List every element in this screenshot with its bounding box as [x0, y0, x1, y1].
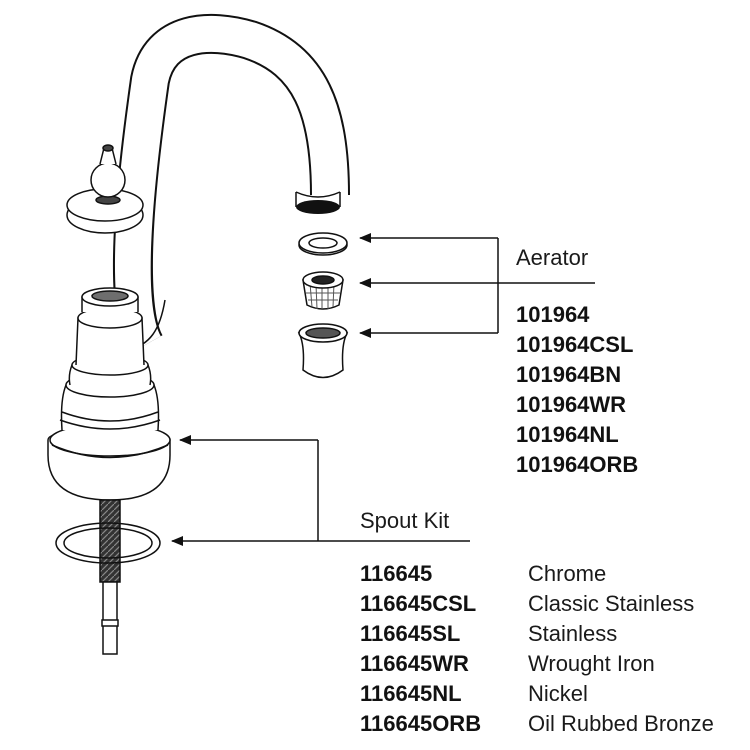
- spout-kit-finish: Stainless: [528, 621, 618, 646]
- spout-kit-part-number: 116645NL: [360, 681, 462, 706]
- gooseneck-spout: [112, 13, 350, 355]
- base-o-ring: [55, 522, 161, 564]
- aerator-heading: Aerator: [516, 245, 589, 270]
- spout-kit-finish-list: Chrome Classic Stainless Stainless Wroug…: [528, 559, 714, 739]
- spout-kit-finish: Wrought Iron: [528, 651, 655, 676]
- spout-kit-finish: Chrome: [528, 561, 607, 586]
- aerator-part-number: 101964NL: [516, 422, 619, 447]
- spout-kit-callout-lines: [171, 435, 470, 546]
- spout-kit-finish: Classic Stainless: [528, 591, 695, 616]
- spout-kit-finish: Nickel: [528, 681, 588, 706]
- aerator-part-number: 101964BN: [516, 362, 622, 387]
- faucet-body: [47, 287, 171, 501]
- aerator-part-number: 101964CSL: [516, 332, 634, 357]
- aerator-insert: [302, 271, 344, 310]
- spout-kit-heading: Spout Kit: [360, 508, 450, 533]
- spout-kit-part-number: 116645ORB: [360, 711, 482, 736]
- spout-kit-part-list: 116645 116645CSL 116645SL 116645WR 11664…: [360, 559, 481, 739]
- aerator-part-number: 101964WR: [516, 392, 627, 417]
- spout-kit-finish: Oil Rubbed Bronze: [528, 711, 714, 736]
- threaded-shank: [99, 499, 121, 655]
- aerator-part-number: 101964ORB: [516, 452, 639, 477]
- aerator-callout-lines: [359, 233, 595, 338]
- aerator-washer: [298, 232, 348, 256]
- handle-finial: [66, 144, 144, 234]
- aerator-part-number: 101964: [516, 302, 590, 327]
- spout-kit-part-number: 116645SL: [360, 621, 461, 646]
- spout-kit-part-number: 116645CSL: [360, 591, 477, 616]
- spout-kit-part-number: 116645WR: [360, 651, 469, 676]
- aerator-parts: [297, 232, 349, 379]
- aerator-part-list: 101964 101964CSL 101964BN 101964WR 10196…: [516, 300, 638, 480]
- aerator-housing: [297, 323, 349, 379]
- spout-kit-part-number: 116645: [360, 561, 433, 586]
